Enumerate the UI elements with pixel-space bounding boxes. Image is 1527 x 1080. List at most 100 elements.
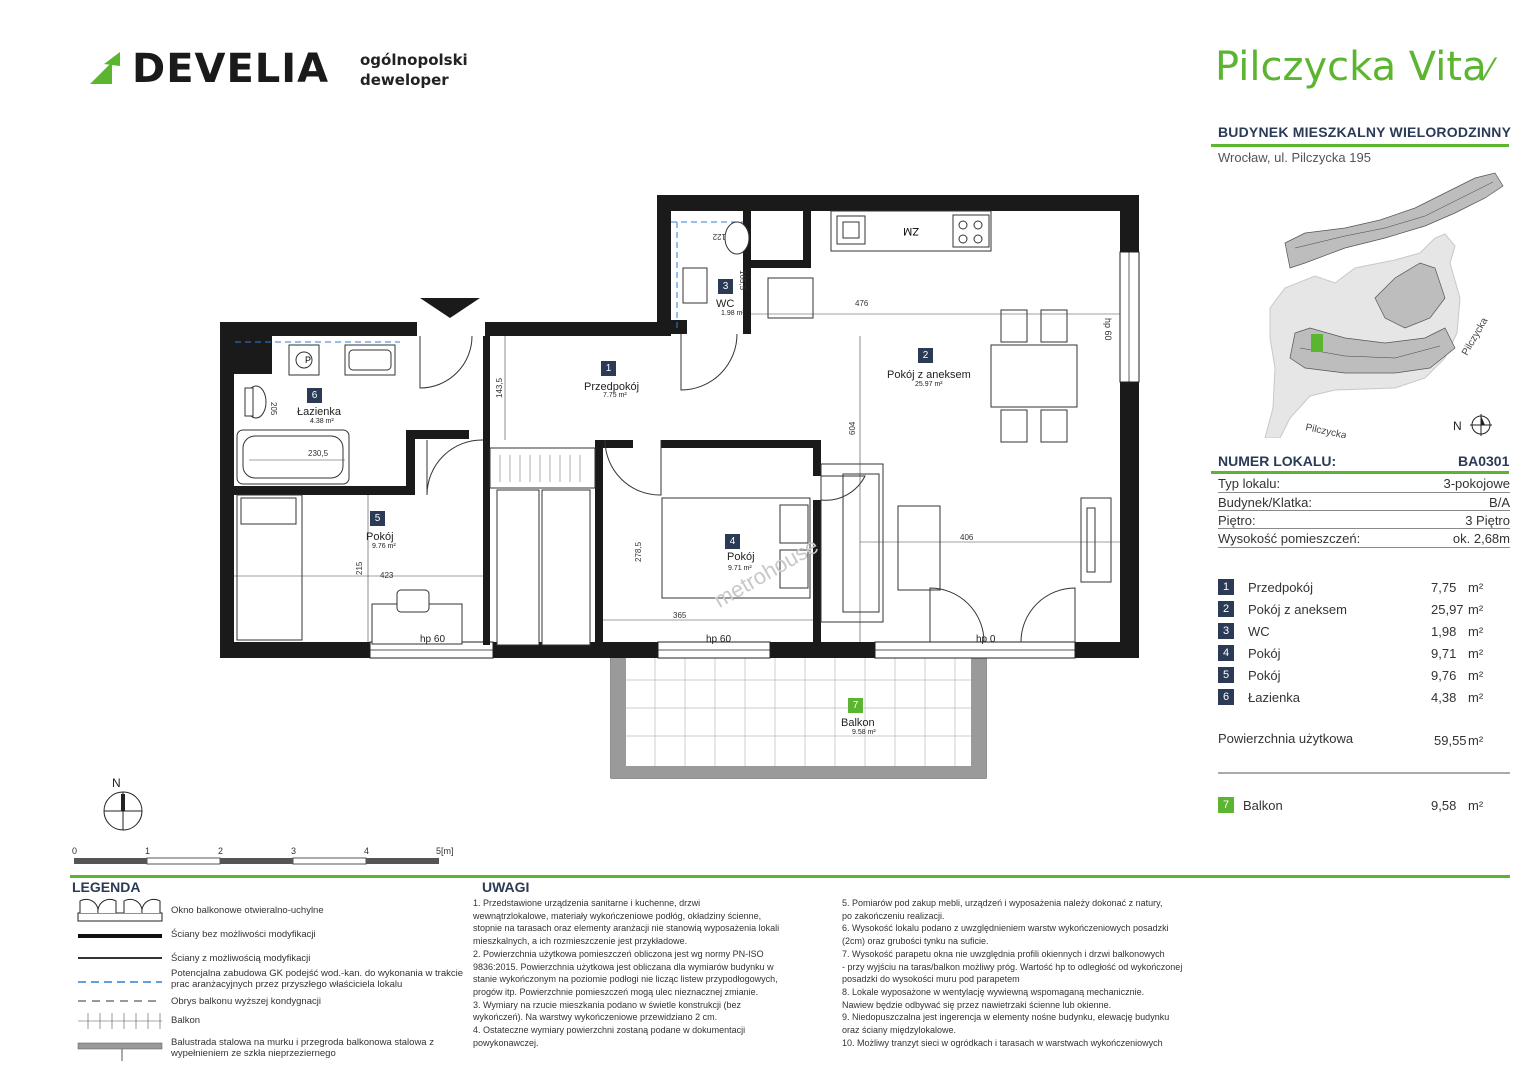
develia-logo-icon (90, 52, 120, 84)
usable-area-unit: m² (1468, 733, 1484, 748)
window-sill-height: hp 0 (976, 634, 996, 645)
divider (1218, 772, 1510, 774)
map-compass-icon (1470, 414, 1492, 436)
balcony-unit: m² (1468, 798, 1484, 813)
plan-room-area: 9.76 m² (372, 543, 396, 550)
room-name: WC (1248, 624, 1270, 639)
legend-item: Balustrada stalowa na murku i przegroda … (171, 1037, 434, 1059)
room-area: 25,97 (1431, 602, 1464, 617)
dim-215: 215 (355, 561, 364, 575)
dim-604: 604 (848, 421, 857, 435)
plan-room-number: 6 (307, 388, 322, 403)
plan-room-number: 5 (370, 511, 385, 526)
street-label-east: Pilczycka (1460, 316, 1491, 358)
tagline: ogólnopolski deweloper (360, 50, 468, 90)
room-unit: m² (1468, 646, 1484, 661)
modifiable-wall-symbol-icon (78, 957, 162, 959)
note-line: po zakończeniu realizacji. (842, 910, 945, 921)
room-row: 3 WC 1,98 m² (1218, 622, 1486, 642)
legend-item: Balkon (171, 1015, 201, 1026)
room-area: 1,98 (1431, 624, 1457, 639)
note-line: oraz ściany międzylokalowe. (842, 1025, 957, 1036)
legend-title: LEGENDA (72, 879, 141, 895)
fridge-label: ZM (903, 225, 919, 237)
divider (1211, 471, 1509, 474)
doors (419, 333, 1076, 643)
info-label-height: Wysokość pomieszczeń: (1218, 531, 1361, 546)
balcony-window-symbol-icon (77, 898, 163, 922)
room-unit: m² (1468, 690, 1484, 705)
room-name: Łazienka (1248, 690, 1301, 705)
plan-room-name: WC (716, 298, 735, 310)
interior-walls (234, 211, 821, 645)
wc-toilet (724, 221, 750, 255)
room-area: 4,38 (1431, 690, 1457, 705)
info-value-type: 3-pokojowe (1443, 476, 1511, 491)
note-line: stanie wykończonym na poziomie podłogi n… (473, 974, 778, 985)
window-sill-height: hp 60 (706, 634, 732, 645)
plan-room-area: 9.58 m² (852, 729, 876, 736)
room-name: Przedpokój (1248, 580, 1314, 595)
divider (1218, 510, 1510, 511)
room-name: Pokój (1248, 668, 1281, 683)
plan-north-label: N (112, 776, 121, 790)
legend-item: Ściany z możliwością modyfikacji (171, 953, 311, 964)
note-line: 6. Wysokość lokalu podano z uwzględnieni… (842, 923, 1169, 934)
room-name: Pokój z aneksem (1248, 602, 1347, 617)
info-label-floor: Piętro: (1218, 513, 1256, 528)
usable-area-value: 59,55 (1434, 733, 1467, 748)
street-label-south: Pilczycka (1304, 422, 1347, 438)
plan-room-number: 1 (601, 361, 616, 376)
dim-143-5: 143,5 (495, 377, 504, 398)
note-line: 2. Powierzchnia użytkowa pomieszczeń obl… (473, 948, 764, 959)
plan-room-name: Pokój z aneksem (887, 369, 971, 381)
info-label-type: Typ lokalu: (1218, 476, 1281, 491)
divider (1211, 144, 1509, 147)
room-area: 9,76 (1431, 668, 1457, 683)
window-sill-height: hp 60 (420, 634, 446, 645)
notes-column-1: 1. Przedstawione urządzenia sanitarne i … (473, 897, 833, 1049)
map-north-label: N (1453, 419, 1462, 433)
notes-column-2: 5. Pomiarów pod zakup mebli, urządzeń i … (842, 897, 1242, 1049)
balcony-row: 7 Balkon 9,58 m² (1218, 796, 1486, 816)
legend-item: Okno balkonowe otwieralno-uchylne (171, 905, 324, 916)
note-line: (2cm) oraz grubości tynku na suficie. (842, 936, 989, 947)
room-number: 4 (1218, 645, 1234, 661)
room-row: 1 Przedpokój 7,75 m² (1218, 578, 1486, 598)
note-line: - przy wyjściu na taras/balkon możliwy p… (842, 961, 1183, 972)
room-unit: m² (1468, 668, 1484, 683)
unit-number-label: NUMER LOKALU: (1218, 453, 1337, 469)
address: Wrocław, ul. Pilczycka 195 (1218, 150, 1371, 165)
room-number: 2 (1218, 601, 1234, 617)
scale-label: 3 (291, 846, 297, 856)
kitchen (767, 210, 992, 319)
plan-room-area: 4.38 m² (310, 418, 334, 425)
note-line: 9. Niedopuszczalna jest ingerencja w ele… (842, 1012, 1170, 1023)
brand-slash-mark: ⁄ (1486, 53, 1492, 88)
wardrobe (489, 447, 596, 646)
legend-symbols (77, 898, 163, 1061)
unit-number: BA0301 (1458, 453, 1510, 469)
room-row: 5 Pokój 9,76 m² (1218, 666, 1486, 686)
room-name: Pokój (1248, 646, 1281, 661)
info-value-floor: 3 Piętro (1465, 513, 1510, 528)
plan-room-area: 9.71 m² (728, 565, 752, 572)
desk (371, 603, 463, 645)
note-line: 8. Lokale wyposażone w wentylację wywiew… (842, 986, 1145, 997)
dining-set (990, 309, 1078, 443)
legend-item: Ściany bez możliwości modyfikacji (171, 929, 316, 940)
plan-room-number: 7 (848, 698, 863, 713)
room-unit: m² (1468, 624, 1484, 639)
divider (1218, 547, 1510, 548)
project-name-text: Pilczycka Vita (1215, 44, 1487, 90)
wc-sink (682, 267, 708, 304)
divider (70, 875, 1510, 878)
dim-230-5: 230,5 (308, 449, 329, 458)
building-type: BUDYNEK MIESZKALNY WIELORODZINNY (1218, 124, 1512, 140)
note-line: 10. Możliwy tranzyt sieci w ogródkach i … (842, 1037, 1163, 1048)
scale-label: 2 (218, 846, 224, 856)
project-name: Pilczycka Vita⁄ (1215, 44, 1492, 90)
room-area: 9,71 (1431, 646, 1457, 661)
room-row: 6 Łazienka 4,38 m² (1218, 688, 1486, 708)
dim-122: 122 (712, 232, 726, 241)
